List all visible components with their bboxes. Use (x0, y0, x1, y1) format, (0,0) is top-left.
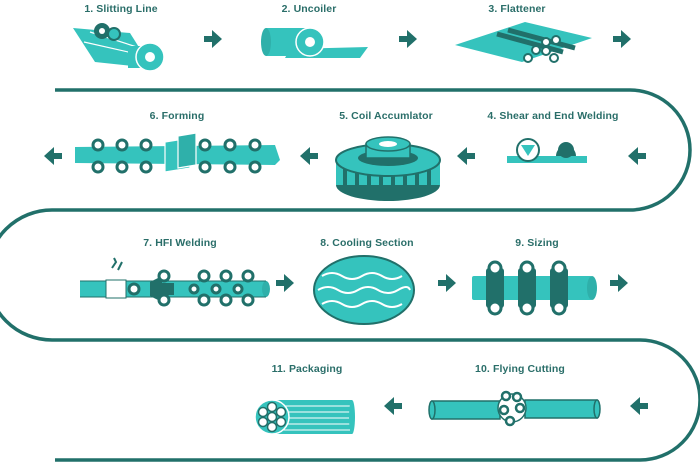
arrow-right-icon (276, 274, 294, 292)
arrow-left-icon (44, 147, 62, 165)
flattener-icon (455, 22, 592, 63)
flying-cutting-icon (428, 390, 601, 427)
arrow-left-icon (300, 147, 318, 165)
uncoiler-icon (261, 27, 368, 58)
step-label: 7. HFI Welding (143, 237, 217, 249)
arrow-right-icon (613, 30, 631, 48)
step-label: 6. Forming (149, 110, 205, 122)
arrow-right-icon (204, 30, 222, 48)
arrow-right-icon (438, 274, 456, 292)
step-label: 5. Coil Accumlator (339, 110, 433, 122)
arrow-right-icon (610, 274, 628, 292)
hfi-welding-icon (80, 257, 270, 307)
step-label: 11. Packaging (271, 363, 343, 375)
step-label: 4. Shear and End Welding (487, 110, 619, 122)
slitting-line-icon (73, 23, 165, 72)
coil-accumulator-icon (335, 136, 441, 201)
arrow-left-icon (457, 147, 475, 165)
arrow-right-icon (399, 30, 417, 48)
cooling-section-icon (313, 255, 415, 325)
forming-rollers-icon (75, 132, 280, 174)
step-label: 10. Flying Cutting (475, 363, 565, 375)
arrow-left-icon (384, 397, 402, 415)
step-label: 8. Cooling Section (320, 237, 414, 249)
step-label: 3. Flattener (488, 3, 546, 15)
sizing-rollers-icon (472, 260, 597, 316)
shear-welding-icon (507, 138, 587, 163)
packaging-bundle-icon (254, 399, 355, 435)
arrow-left-icon (628, 147, 646, 165)
step-label: 2. Uncoiler (281, 3, 337, 15)
step-label: 9. Sizing (515, 237, 559, 249)
arrow-left-icon (630, 397, 648, 415)
step-label: 1. Slitting Line (84, 3, 158, 15)
